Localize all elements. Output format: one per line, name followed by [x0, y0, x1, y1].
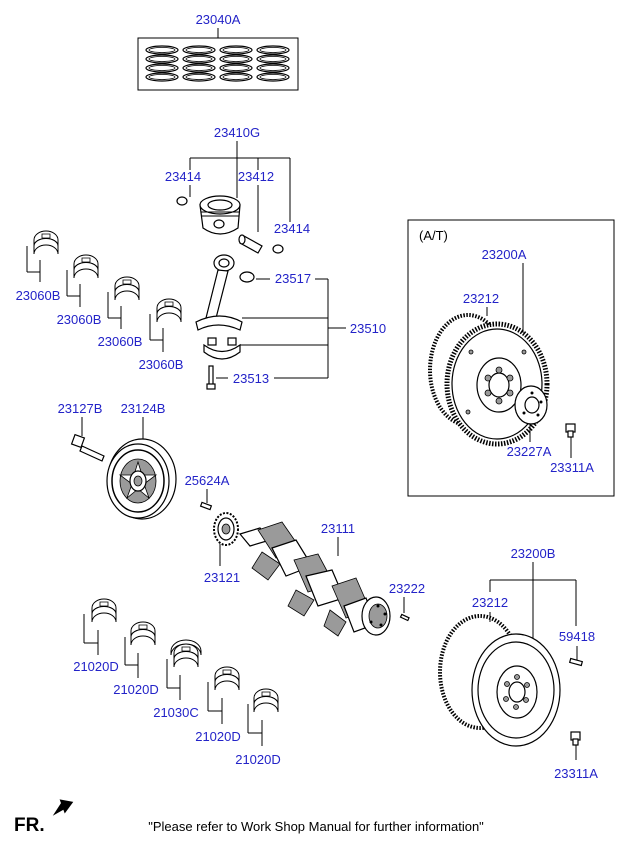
rod-cap — [203, 343, 241, 360]
label-23222: 23222 — [389, 581, 425, 596]
at-box-title: (A/T) — [419, 228, 448, 243]
label-21020D-3: 21020D — [195, 729, 241, 744]
piston-pin — [238, 234, 263, 254]
pulley-bolt — [70, 433, 105, 462]
footer-note: "Please refer to Work Shop Manual for fu… — [148, 819, 484, 834]
label-23513: 23513 — [233, 371, 269, 386]
label-21030C: 21030C — [153, 705, 199, 720]
piston-assembly[interactable]: 23410G 23414 23412 23414 — [165, 125, 310, 254]
rod-bearing-2[interactable]: 23060B — [57, 254, 102, 327]
label-23517: 23517 — [275, 271, 311, 286]
label-23410G: 23410G — [214, 125, 260, 140]
connecting-rod-assembly[interactable]: 23517 23513 23510 — [195, 254, 386, 390]
adapter-plate — [514, 385, 548, 425]
label-23227A: 23227A — [507, 444, 552, 459]
flywheel-bolt-at — [565, 423, 576, 438]
small-end-bush — [239, 271, 255, 283]
flywheel — [438, 614, 561, 747]
front-direction-indicator: FR. — [14, 799, 74, 836]
rod-bearing-3[interactable]: 23060B — [98, 276, 143, 349]
crankshaft-pin[interactable]: 23222 — [389, 581, 425, 622]
flywheel-bolt-mt — [570, 731, 581, 746]
label-23040A: 23040A — [196, 12, 241, 27]
fr-label: FR. — [14, 815, 45, 836]
label-25624A: 25624A — [185, 473, 230, 488]
label-23111: 23111 — [321, 521, 355, 536]
label-23311A-at: 23311A — [550, 460, 594, 475]
label-23200B: 23200B — [511, 546, 556, 561]
label-23060B-4: 23060B — [139, 357, 184, 372]
label-23060B-2: 23060B — [57, 312, 102, 327]
connecting-rod — [195, 254, 243, 331]
crankshaft[interactable]: 23111 — [238, 521, 391, 637]
main-bearing-2[interactable]: 21020D — [113, 621, 159, 697]
main-bearing-3[interactable]: 21020D — [195, 666, 241, 744]
front-arrow-icon — [52, 799, 74, 816]
rod-bolt — [206, 365, 216, 390]
snap-ring-left — [176, 196, 188, 206]
label-23124B: 23124B — [121, 401, 166, 416]
label-23212-at: 23212 — [463, 291, 499, 306]
rod-bearing-4[interactable]: 23060B — [139, 298, 184, 372]
piston-ring-set[interactable]: 23040A — [137, 12, 299, 91]
label-23060B-3: 23060B — [98, 334, 143, 349]
dowel-pin — [568, 657, 584, 667]
label-23510: 23510 — [350, 321, 386, 336]
label-23414-right: 23414 — [274, 221, 310, 236]
label-23060B-1: 23060B — [16, 288, 61, 303]
crank-sprocket[interactable]: 23121 — [204, 512, 240, 585]
crankshaft-body — [238, 521, 391, 637]
flywheel-assembly[interactable]: 23200B 23212 59418 23311A — [438, 546, 598, 781]
thrust-bearing[interactable]: 21030C — [153, 639, 202, 720]
label-23127B: 23127B — [58, 401, 103, 416]
label-23200A: 23200A — [482, 247, 527, 262]
main-bearing-1[interactable]: 21020D — [73, 598, 119, 674]
label-23212-mt: 23212 — [472, 595, 508, 610]
label-23311A-mt: 23311A — [554, 766, 598, 781]
damper-pulley-assembly[interactable]: 23127B 23124B — [58, 401, 177, 520]
label-23412: 23412 — [238, 169, 274, 184]
label-23121: 23121 — [204, 570, 240, 585]
label-21020D-1: 21020D — [73, 659, 119, 674]
rod-bearing-1[interactable]: 23060B — [16, 230, 61, 303]
automatic-transmission-box[interactable]: (A/T) 23200A 23212 23227A — [407, 219, 615, 497]
snap-ring-right — [272, 244, 284, 254]
label-23414-left: 23414 — [165, 169, 201, 184]
label-21020D-2: 21020D — [113, 682, 159, 697]
label-59418: 59418 — [559, 629, 595, 644]
piston — [199, 195, 241, 235]
damper-pulley — [106, 438, 177, 520]
label-21020D-4: 21020D — [235, 752, 281, 767]
main-bearing-4[interactable]: 21020D — [235, 688, 281, 767]
crank-key[interactable]: 25624A — [185, 473, 230, 511]
